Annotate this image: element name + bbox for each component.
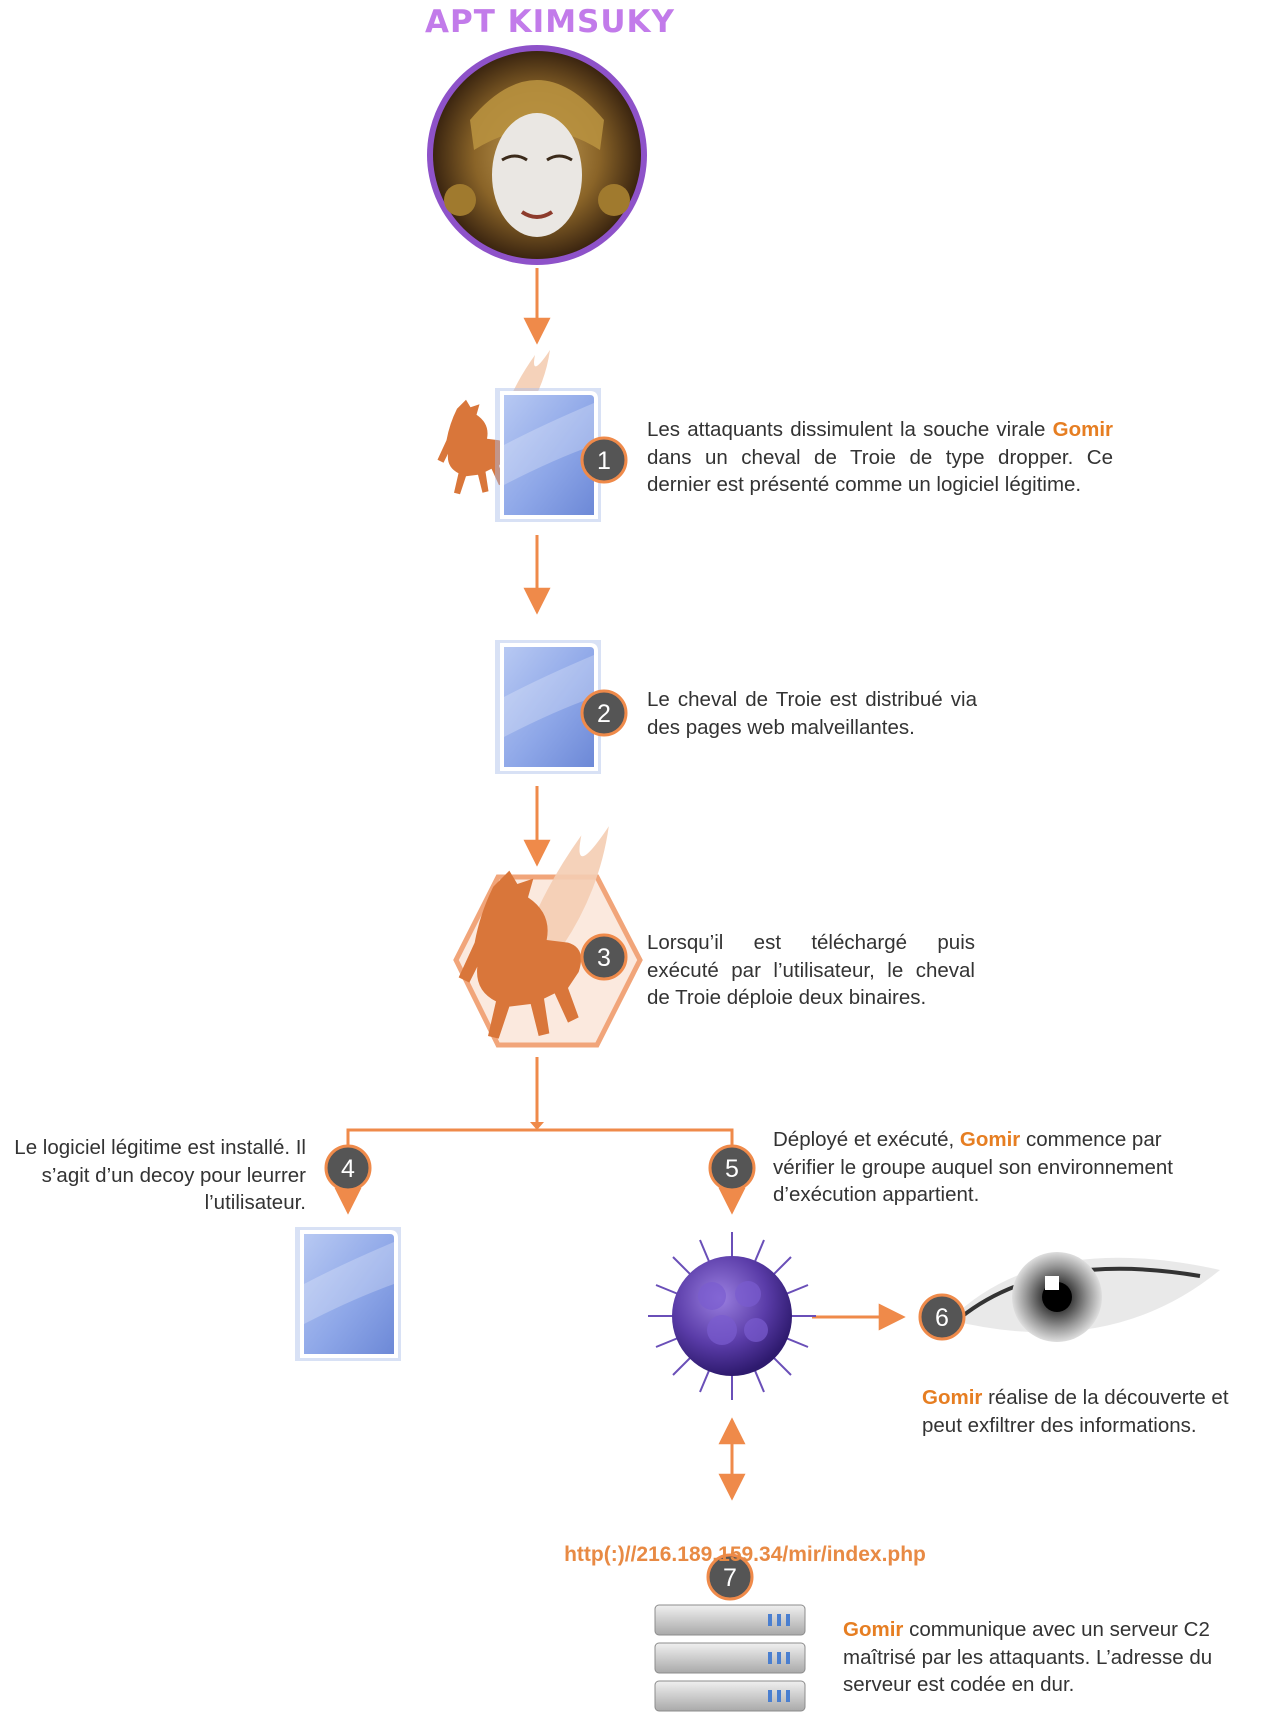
document-icon <box>295 1227 401 1361</box>
svg-text:3: 3 <box>597 944 611 972</box>
step3-text: Lorsqu’il est téléchargé puis exécuté pa… <box>647 929 975 1012</box>
step-badge-4: 4 <box>326 1146 370 1190</box>
step6-text: Gomir réalise de la découverte et peut e… <box>922 1384 1242 1439</box>
step5-text: Déployé et exécuté, Gomir commence par v… <box>773 1126 1183 1209</box>
c2-url: http(:)//216.189.159.34/mir/index.php <box>480 1543 1010 1567</box>
step4-text: Le logiciel légitime est installé. Il s’… <box>8 1134 306 1217</box>
step2-text: Le cheval de Troie est distribué via des… <box>647 686 977 741</box>
step-badge-1: 1 <box>582 438 626 482</box>
step1-icon-group <box>438 350 602 522</box>
server-icon <box>655 1605 805 1711</box>
svg-text:4: 4 <box>341 1155 355 1183</box>
svg-text:7: 7 <box>723 1564 737 1592</box>
eye-icon <box>950 1252 1220 1342</box>
virus-icon <box>648 1232 816 1400</box>
svg-text:1: 1 <box>597 447 611 475</box>
diagram-title: APT KIMSUKY <box>395 4 705 40</box>
step-badge-6: 6 <box>920 1295 964 1339</box>
step-badge-2: 2 <box>582 691 626 735</box>
svg-text:6: 6 <box>935 1304 949 1332</box>
svg-text:5: 5 <box>725 1155 739 1183</box>
step-badge-5: 5 <box>710 1146 754 1190</box>
svg-text:2: 2 <box>597 700 611 728</box>
step1-text: Les attaquants dissimulent la souche vir… <box>647 416 1113 499</box>
step-badge-3: 3 <box>582 935 626 979</box>
step7-text: Gomir communique avec un serveur C2 maît… <box>843 1616 1213 1699</box>
avatar <box>427 45 647 265</box>
